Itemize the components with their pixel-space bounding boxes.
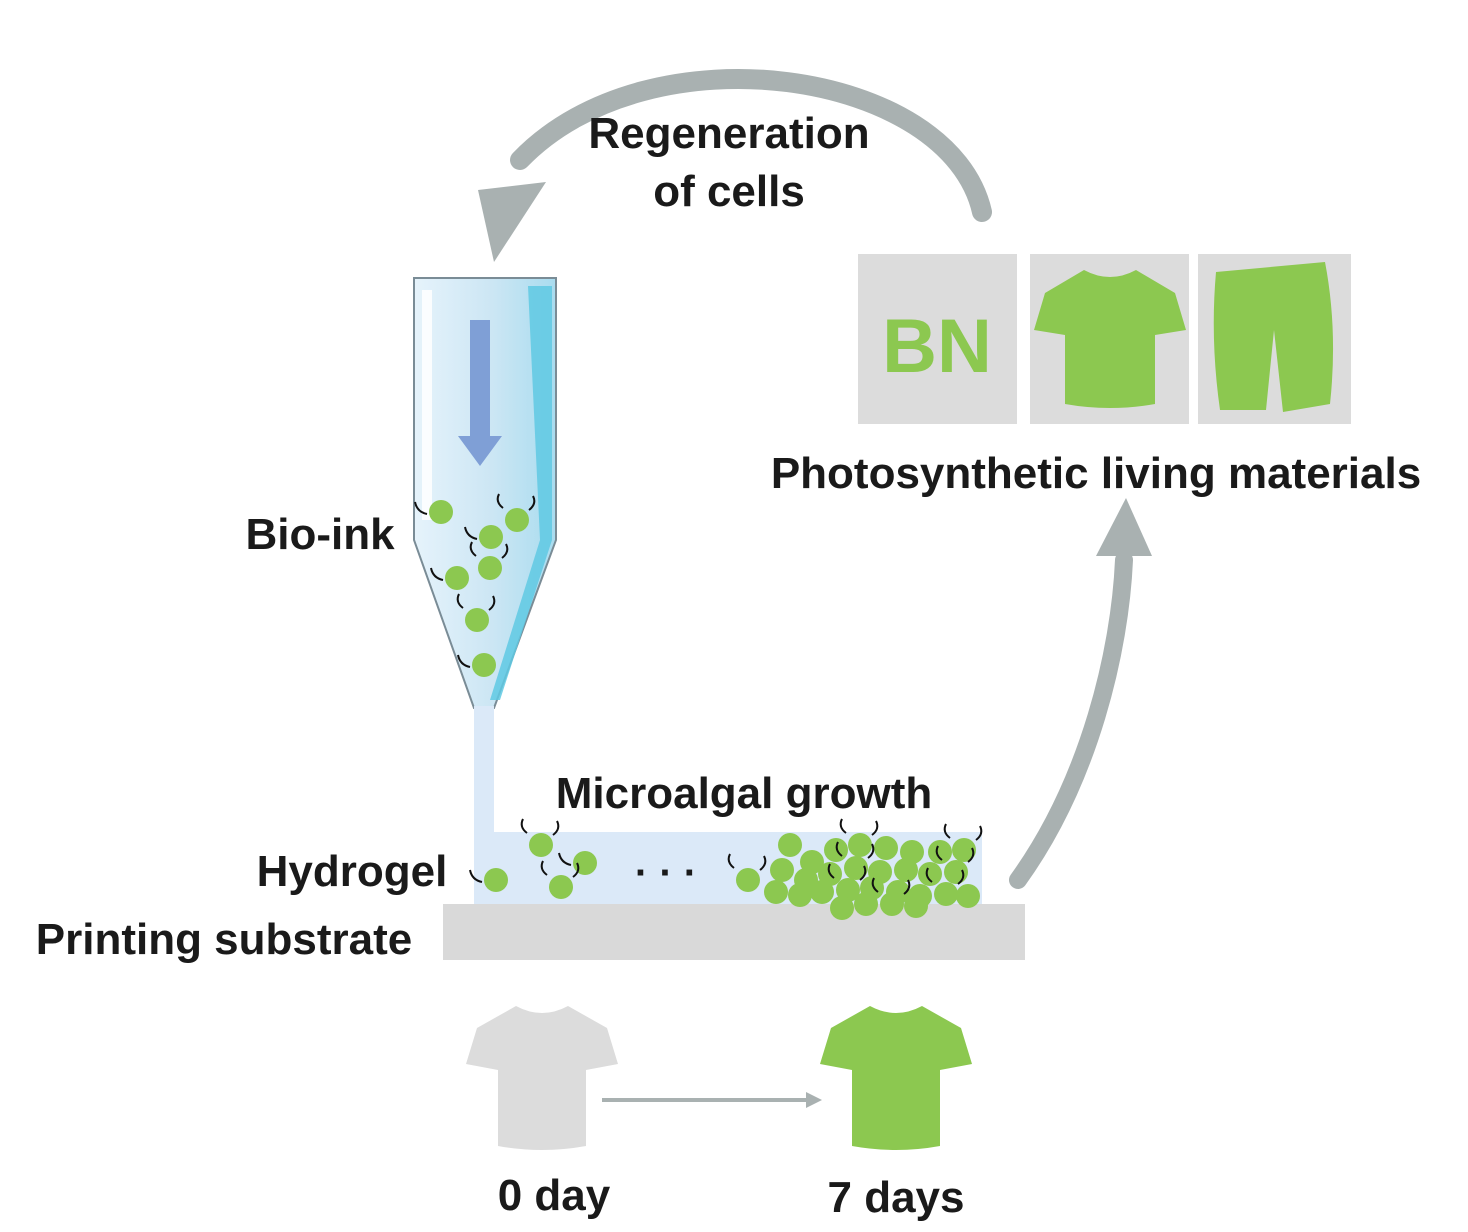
microalgae-cell-icon xyxy=(736,868,760,892)
microalgal-growth-label: Microalgal growth xyxy=(556,769,932,818)
microalgae-cell-icon xyxy=(479,525,503,549)
microalgae-cell-icon xyxy=(928,840,952,864)
syringe-tube-icon xyxy=(413,277,557,709)
flagella xyxy=(827,863,867,881)
pants-icon xyxy=(1213,262,1334,412)
printing-substrate xyxy=(443,904,1025,960)
printing-substrate-label: Printing substrate xyxy=(36,915,413,964)
photosynthetic-label: Photosynthetic living materials xyxy=(771,449,1421,498)
microalgae-cell-icon xyxy=(830,896,854,920)
tshirt-day7-icon xyxy=(820,1006,972,1150)
day0-label: 0 day xyxy=(498,1171,611,1220)
flagella xyxy=(496,493,536,511)
time-arrow xyxy=(602,1092,822,1108)
microalgae-cell-icon xyxy=(854,892,878,916)
microalgae-cell-icon xyxy=(472,653,496,677)
flagella xyxy=(430,567,444,581)
microalgae-cell-icon xyxy=(934,882,958,906)
microalgae-cell-icon xyxy=(844,856,868,880)
microalgae-cell-icon xyxy=(465,608,489,632)
flagella xyxy=(935,845,975,863)
flagella xyxy=(871,877,911,895)
flagella xyxy=(839,818,879,836)
flagella xyxy=(540,860,580,878)
microalgae-cell-icon xyxy=(788,883,812,907)
microalgae-cell-icon xyxy=(894,858,918,882)
flagella xyxy=(835,841,875,859)
microalgae-cell-icon xyxy=(944,860,968,884)
bio-ink-label: Bio-ink xyxy=(245,510,395,559)
flagella xyxy=(727,853,767,871)
microalgae-cell-icon xyxy=(874,836,898,860)
bio-ink-cells xyxy=(414,493,536,677)
hydrogel-label: Hydrogel xyxy=(257,847,448,896)
microalgae-cell-icon xyxy=(952,838,976,862)
microalgae-cell-icon xyxy=(778,833,802,857)
microalgae-cell-icon xyxy=(429,500,453,524)
microalgae-cell-icon xyxy=(505,508,529,532)
microalgae-cell-icon xyxy=(956,884,980,908)
microalgae-cell-icon xyxy=(824,838,848,862)
growth-arrow xyxy=(1009,498,1152,889)
microalgae-cell-icon xyxy=(478,556,502,580)
flagella xyxy=(520,818,560,836)
day7-label: 7 days xyxy=(828,1173,965,1222)
flagella xyxy=(469,869,483,883)
tshirt-day0-icon xyxy=(466,1006,618,1150)
bn-logo: BN xyxy=(882,304,992,389)
microalgae-cell-icon xyxy=(445,566,469,590)
microalgae-cell-icon xyxy=(529,833,553,857)
hydrogel-cells-day7 xyxy=(727,818,983,920)
microalgae-cell-icon xyxy=(810,880,834,904)
flagella xyxy=(558,852,572,866)
microalgae-cell-icon xyxy=(848,833,872,857)
ellipsis: · · · xyxy=(635,851,697,895)
microalgae-cell-icon xyxy=(904,894,928,918)
flagella xyxy=(464,526,478,540)
flagella xyxy=(456,593,496,611)
flagella xyxy=(414,501,428,515)
microalgae-cell-icon xyxy=(918,862,942,886)
microalgae-cell-icon xyxy=(880,892,904,916)
regeneration-label-line2: of cells xyxy=(653,167,805,216)
regeneration-label-line1: Regeneration xyxy=(588,109,869,158)
flagella xyxy=(943,823,983,841)
microalgae-cell-icon xyxy=(484,868,508,892)
bn-panel xyxy=(858,254,1017,424)
flagella xyxy=(469,541,509,559)
microalgae-cell-icon xyxy=(764,880,788,904)
tshirt-icon xyxy=(1034,270,1186,408)
flagella xyxy=(925,867,965,885)
hydrogel-cells-day0 xyxy=(469,818,597,899)
regeneration-arrow xyxy=(478,69,992,262)
microalgae-cell-icon xyxy=(770,858,794,882)
microalgae-cell-icon xyxy=(549,875,573,899)
product-panels: BN xyxy=(858,254,1351,424)
flagella xyxy=(457,654,471,668)
